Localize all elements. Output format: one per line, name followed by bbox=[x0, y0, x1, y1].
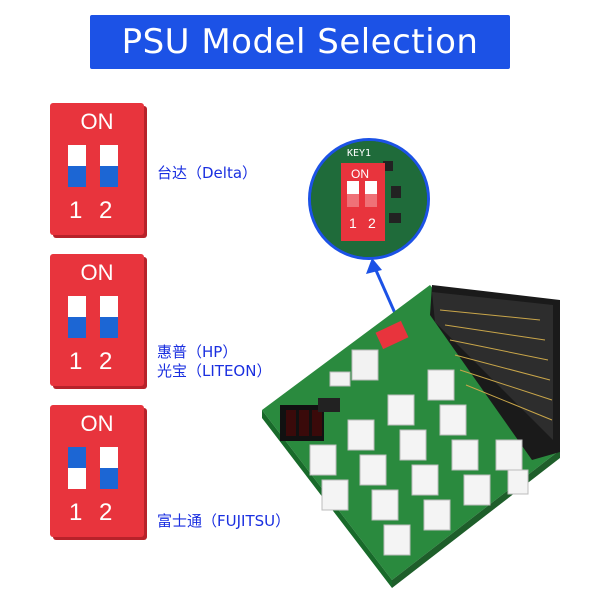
dip-switch-1 bbox=[68, 447, 86, 489]
label-liteon: 光宝（LITEON） bbox=[157, 362, 272, 380]
dip-switch-fujitsu: ON 1 2 bbox=[50, 405, 144, 537]
label-fujitsu: 富士通（FUJITSU） bbox=[157, 512, 291, 530]
label-delta: 台达（Delta） bbox=[157, 164, 258, 182]
zoom-on-label: ON bbox=[351, 167, 369, 181]
zoom-key-label: KEY1 bbox=[347, 148, 372, 159]
switch-knob bbox=[100, 317, 118, 338]
switch-knob bbox=[100, 166, 118, 187]
dip-switch-hp-liteon: ON 1 2 bbox=[50, 254, 144, 386]
dip-number-2: 2 bbox=[99, 499, 113, 526]
dip-switch-1 bbox=[68, 145, 86, 187]
title-banner: PSU Model Selection bbox=[90, 15, 510, 69]
zoom-number-2: 2 bbox=[368, 215, 376, 231]
page-title: PSU Model Selection bbox=[121, 22, 479, 62]
dip-number-1: 1 bbox=[69, 348, 83, 375]
dip-number-2: 2 bbox=[99, 348, 113, 375]
zoom-inset-graphic bbox=[311, 141, 427, 257]
dip-number-2: 2 bbox=[99, 197, 113, 224]
dip-switch-2 bbox=[100, 145, 118, 187]
switch-knob bbox=[68, 166, 86, 187]
dip-switch-2 bbox=[100, 296, 118, 338]
switch-knob bbox=[100, 468, 118, 489]
dip-on-label: ON bbox=[80, 260, 114, 285]
dip-on-label: ON bbox=[80, 411, 114, 436]
dip-switch-2 bbox=[100, 447, 118, 489]
label-hp: 惠普（HP） bbox=[157, 343, 238, 361]
zoom-inset: KEY1 ON 1 2 bbox=[308, 138, 430, 260]
dip-number-1: 1 bbox=[69, 197, 83, 224]
switch-knob bbox=[68, 317, 86, 338]
switch-knob bbox=[68, 447, 86, 468]
zoom-number-1: 1 bbox=[349, 215, 357, 231]
dip-on-label: ON bbox=[80, 109, 114, 134]
dip-switch-1 bbox=[68, 296, 86, 338]
dip-number-1: 1 bbox=[69, 499, 83, 526]
dip-switch-delta: ON 1 2 bbox=[50, 103, 144, 235]
